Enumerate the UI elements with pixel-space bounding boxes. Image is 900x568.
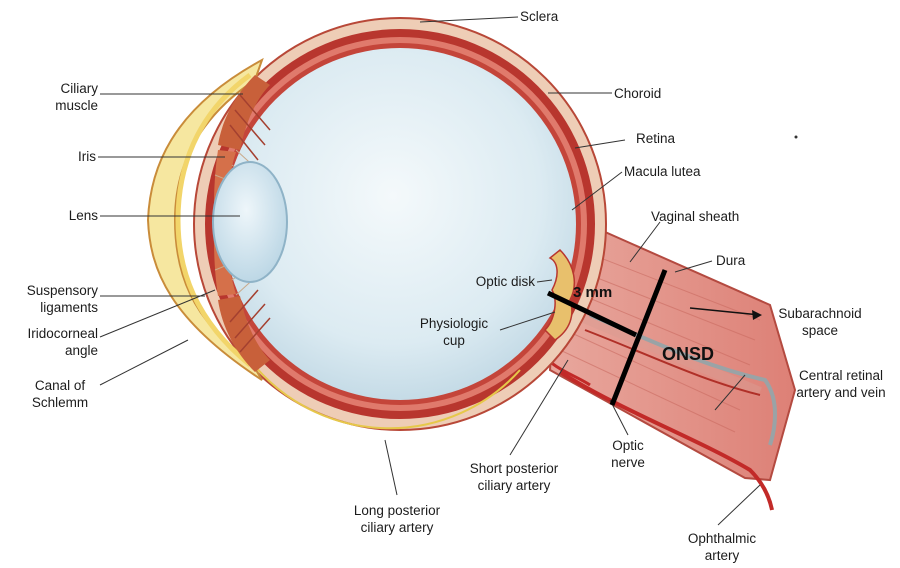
label-short-posterior-ciliary: Short posterior ciliary artery <box>455 460 573 494</box>
label-choroid: Choroid <box>614 85 661 102</box>
label-subarachnoid-space: Subarachnoid space <box>764 305 876 339</box>
label-optic-nerve: Optic nerve <box>596 437 660 471</box>
label-retina: Retina <box>636 130 675 147</box>
label-canal-of-schlemm: Canal of Schlemm <box>20 377 100 411</box>
label-physiologic-cup: Physiologic cup <box>410 315 498 349</box>
label-long-posterior-ciliary: Long posterior ciliary artery <box>338 502 456 536</box>
label-onsd: ONSD <box>662 344 714 365</box>
label-optic-disk: Optic disk <box>440 273 535 290</box>
label-sclera: Sclera <box>520 8 558 25</box>
label-suspensory-ligaments: Suspensory ligaments <box>0 282 98 316</box>
label-vaginal-sheath: Vaginal sheath <box>651 208 739 225</box>
label-iridocorneal-angle: Iridocorneal angle <box>0 325 98 359</box>
label-iris: Iris <box>30 148 96 165</box>
label-ciliary-muscle: Ciliary muscle <box>30 80 98 114</box>
label-macula-lutea: Macula lutea <box>624 163 701 180</box>
label-ophthalmic-artery: Ophthalmic artery <box>672 530 772 564</box>
lens-body <box>213 162 287 282</box>
label-dura: Dura <box>716 252 745 269</box>
label-central-retinal: Central retinal artery and vein <box>786 367 896 401</box>
label-lens: Lens <box>30 207 98 224</box>
label-depth-3mm: 3 mm <box>573 284 612 301</box>
